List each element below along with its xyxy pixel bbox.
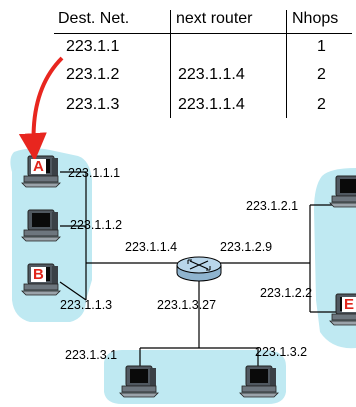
host-a-label: A: [31, 158, 46, 175]
ip-router-if1: 223.1.1.4: [125, 240, 178, 254]
ip-host-21: 223.1.2.1: [246, 199, 299, 213]
table-header-nhops: Nhops: [292, 10, 339, 27]
row1-nhops: 1: [317, 38, 326, 55]
host-32-icon: [239, 365, 279, 398]
table-col-divider-2: [286, 10, 287, 118]
ip-host-e: 223.1.2.2: [260, 286, 313, 300]
router-icon: [176, 256, 222, 282]
row2-nhops: 2: [317, 66, 326, 83]
ip-host-b: 223.1.1.3: [60, 298, 113, 312]
row2-dest: 223.1.2: [66, 66, 120, 83]
table-header-dest: Dest. Net.: [58, 10, 130, 27]
table-col-divider-1: [170, 10, 171, 118]
host-e-label: E: [342, 296, 356, 313]
ip-host-32: 223.1.3.2: [255, 345, 308, 359]
row3-nhops: 2: [317, 96, 326, 113]
ip-host-2: 223.1.1.2: [70, 218, 123, 232]
ip-router-if2: 223.1.2.9: [220, 240, 273, 254]
host-2-icon: [21, 209, 61, 242]
table-header-rule: [54, 33, 352, 34]
row3-dest: 223.1.3: [66, 96, 120, 113]
ip-host-31: 223.1.3.1: [65, 348, 118, 362]
route-arrow: [18, 56, 64, 162]
row2-next: 223.1.1.4: [178, 66, 245, 83]
row3-next: 223.1.1.4: [178, 96, 245, 113]
table-header-next: next router: [176, 10, 253, 27]
host-b-label: B: [31, 266, 46, 283]
row1-dest: 223.1.1: [66, 38, 120, 55]
ip-host-a: 223.1.1.1: [68, 166, 121, 180]
host-31-icon: [119, 365, 159, 398]
ip-router-if3: 223.1.3.27: [157, 298, 217, 312]
